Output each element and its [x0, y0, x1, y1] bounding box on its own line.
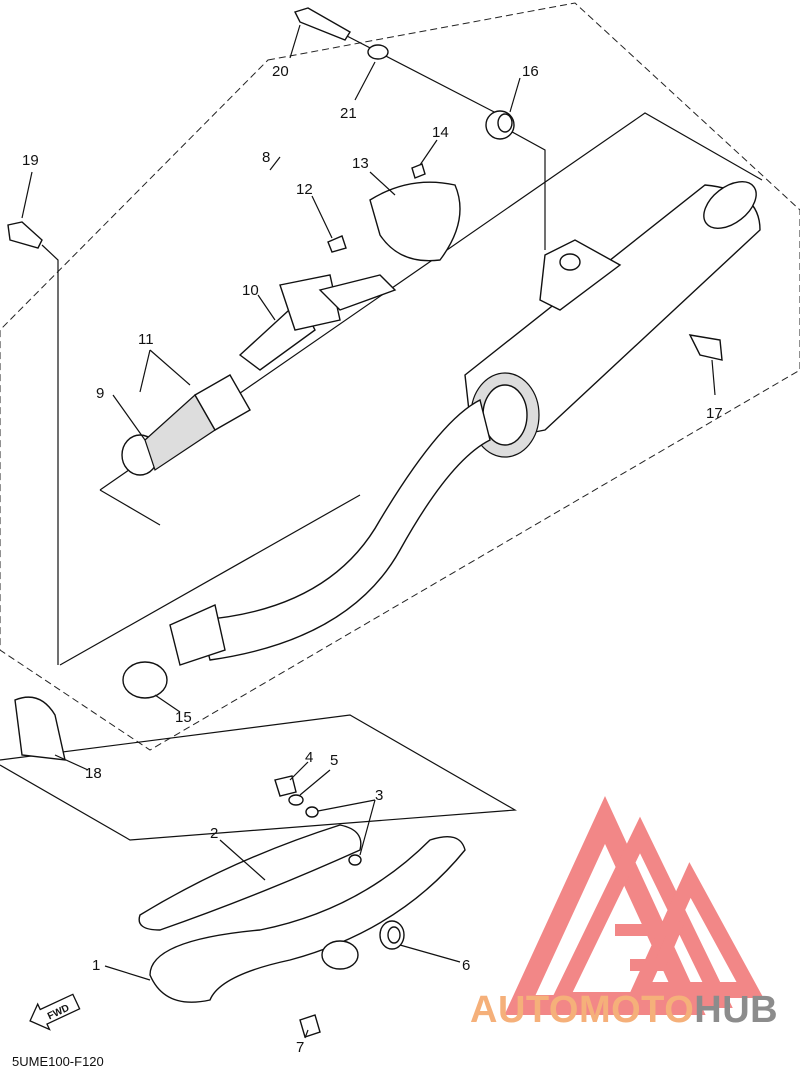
callout-10: 10: [242, 282, 259, 299]
assembly-outline-dashed: [0, 2, 800, 751]
bolt-19: [7, 221, 43, 249]
frame-line-16: [504, 127, 546, 250]
grommet-16: [485, 110, 515, 140]
callout-15: 15: [175, 709, 192, 726]
callout-19: 19: [22, 152, 39, 169]
spark-arrester: [121, 274, 397, 476]
exhaust-pipe: [149, 836, 466, 1003]
nut-7: [299, 1014, 321, 1038]
callout-11: 11: [138, 331, 154, 348]
bolt-4: [274, 775, 297, 797]
callout-7: 7: [296, 1039, 304, 1056]
callout-12: 12: [296, 181, 313, 198]
bolt-12: [327, 235, 347, 253]
callout-4: 4: [305, 749, 313, 766]
callout-5: 5: [330, 752, 338, 769]
gasket-6: [379, 920, 405, 950]
watermark-part-b: HUB: [694, 989, 778, 1031]
bolt-17: [688, 334, 723, 361]
callout-18: 18: [85, 765, 102, 782]
frame-line-lower: [0, 714, 517, 841]
callout-6: 6: [462, 957, 470, 974]
callout-8: 8: [262, 149, 270, 166]
frame-line-upper: [99, 112, 763, 491]
watermark-text: AUTOMOTOHUB: [470, 989, 778, 1031]
washer-21: [367, 44, 389, 60]
washer-5: [288, 794, 304, 806]
leader-lines: [21, 24, 716, 1039]
callout-14: 14: [432, 124, 449, 141]
washer-3a: [305, 806, 319, 818]
callout-16: 16: [522, 63, 539, 80]
heat-protector: [138, 824, 362, 931]
joint-pipe: [122, 604, 226, 699]
callout-1: 1: [92, 957, 100, 974]
triangle-logo-icon: [504, 796, 764, 1015]
diagram-code: 5UME100-F120: [12, 1054, 104, 1069]
callout-9: 9: [96, 385, 104, 402]
screw-14: [411, 163, 426, 179]
muffler-bracket: [539, 239, 622, 311]
bolt-20: [294, 7, 351, 41]
mid-pipe: [199, 398, 491, 661]
frame-line-muffler: [59, 494, 361, 666]
frame-line-muffler-2: [99, 489, 161, 526]
callouts: 20 21 16 8 12 14 13 19 10 11 9 17 15 18 …: [22, 63, 723, 1056]
washer-3b: [348, 854, 362, 866]
clamp-18: [14, 696, 66, 761]
frame-line-left: [41, 244, 59, 665]
callout-17: 17: [706, 405, 723, 422]
callout-3: 3: [375, 787, 383, 804]
callout-21: 21: [340, 105, 357, 122]
callout-13: 13: [352, 155, 369, 172]
baffle-cap: [369, 181, 461, 262]
exhaust-flange: [321, 940, 359, 970]
callout-20: 20: [272, 63, 289, 80]
fwd-arrow-icon: FWD: [29, 993, 81, 1031]
watermark-part-a: AUTOMOTO: [470, 989, 694, 1031]
callout-2: 2: [210, 825, 218, 842]
